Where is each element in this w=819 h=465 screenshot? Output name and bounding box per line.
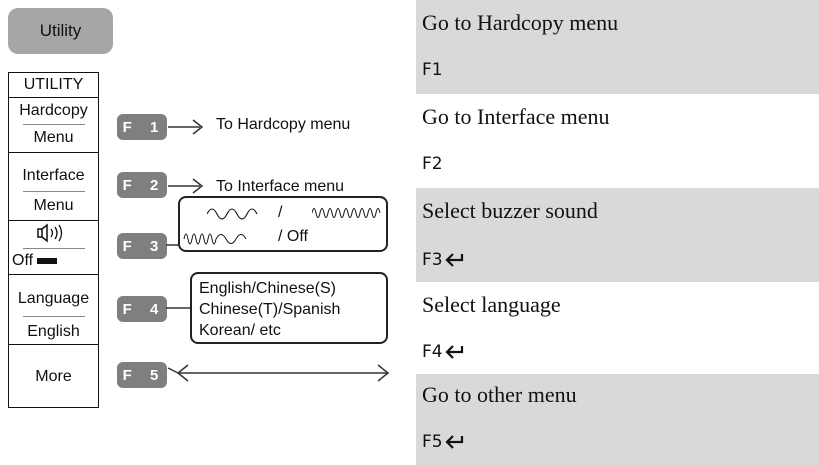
f3-key[interactable]: F 3	[117, 233, 167, 259]
speaker-icon	[36, 223, 62, 243]
f4-key[interactable]: F 4	[117, 296, 167, 322]
utility-key-label: Utility	[39, 21, 82, 40]
f2-label: F 2	[122, 176, 166, 194]
divider	[9, 274, 98, 275]
divider	[9, 97, 98, 98]
table-row: F1	[416, 46, 819, 94]
f4-label: F 4	[122, 300, 166, 318]
divider	[23, 191, 85, 192]
f3-connector	[166, 244, 179, 246]
f4-connector	[166, 307, 191, 309]
f2-key[interactable]: F 2	[117, 172, 167, 198]
row-description: Go to other menu	[422, 382, 577, 407]
return-arrow-icon	[445, 435, 463, 449]
row-key: F5	[422, 432, 443, 452]
language-option-line: English/Chinese(S)	[199, 280, 336, 297]
return-arrow-icon	[445, 253, 463, 267]
f4-options-box: English/Chinese(S) Chinese(T)/Spanish Ko…	[190, 272, 388, 344]
f1-arrow-icon	[168, 119, 204, 135]
wave-fast-icon	[312, 208, 381, 218]
table-row: Go to other menu	[416, 374, 819, 418]
language-option-line: Chinese(T)/Spanish	[199, 301, 341, 318]
f1-action: To Hardcopy menu	[216, 116, 351, 133]
menu-interface-top[interactable]: Interface	[22, 167, 85, 184]
menu-language-top[interactable]: Language	[17, 290, 90, 307]
wave-slow-icon	[207, 208, 258, 220]
table-row: F4	[416, 328, 819, 374]
description-table: Go to Hardcopy menu F1 Go to Interface m…	[416, 0, 819, 465]
toggle-bar-icon	[37, 257, 58, 264]
row-key: F3	[422, 250, 443, 270]
divider	[9, 220, 98, 221]
f2-arrow-icon	[168, 178, 204, 194]
table-row: Go to Interface menu	[416, 94, 819, 140]
utility-menu: UTILITY Hardcopy Menu Interface Menu Off…	[8, 72, 99, 408]
row-key: F4	[422, 342, 443, 362]
f1-key[interactable]: F 1	[117, 114, 167, 140]
table-row: F3	[416, 234, 819, 282]
f3-label: F 3	[122, 237, 166, 255]
divider	[23, 248, 85, 249]
table-row: F2	[416, 140, 819, 188]
row-key: F2	[422, 154, 443, 174]
table-row: Go to Hardcopy menu	[416, 0, 819, 46]
f3-off-option: / Off	[278, 228, 308, 245]
menu-language-bottom[interactable]: English	[27, 323, 80, 340]
row-description: Go to Interface menu	[422, 104, 610, 129]
divider	[9, 344, 98, 345]
menu-hardcopy-bottom[interactable]: Menu	[33, 129, 74, 146]
row-description: Select buzzer sound	[422, 198, 598, 223]
return-arrow-icon	[445, 345, 463, 359]
f2-action: To Interface menu	[216, 178, 345, 195]
menu-interface-bottom[interactable]: Menu	[33, 197, 74, 214]
row-description: Select language	[422, 292, 561, 317]
row-description: Go to Hardcopy menu	[422, 10, 619, 35]
f5-double-arrow-icon	[167, 364, 390, 382]
language-option-line: Korean/ etc	[199, 322, 281, 339]
menu-buzzer-top[interactable]	[9, 223, 98, 248]
divider	[23, 124, 85, 125]
f5-key[interactable]: F 5	[117, 362, 167, 388]
utility-key[interactable]: Utility	[8, 8, 113, 54]
f5-label: F 5	[122, 366, 166, 384]
table-row: Select language	[416, 282, 819, 328]
row-key: F1	[422, 60, 443, 80]
menu-title: UTILITY	[23, 76, 84, 93]
f3-options-box: / / Off	[178, 196, 388, 252]
wave-mixed-icon	[183, 233, 247, 245]
table-row: F5	[416, 418, 819, 465]
buzzer-off-label: Off	[12, 252, 34, 269]
menu-buzzer-bottom[interactable]: Off	[9, 251, 98, 271]
menu-hardcopy-top[interactable]: Hardcopy	[19, 102, 88, 119]
f3-separator: /	[278, 204, 283, 221]
table-row: Select buzzer sound	[416, 188, 819, 234]
menu-more[interactable]: More	[35, 368, 72, 385]
divider	[9, 152, 98, 153]
f1-label: F 1	[122, 118, 166, 136]
divider	[23, 316, 85, 317]
